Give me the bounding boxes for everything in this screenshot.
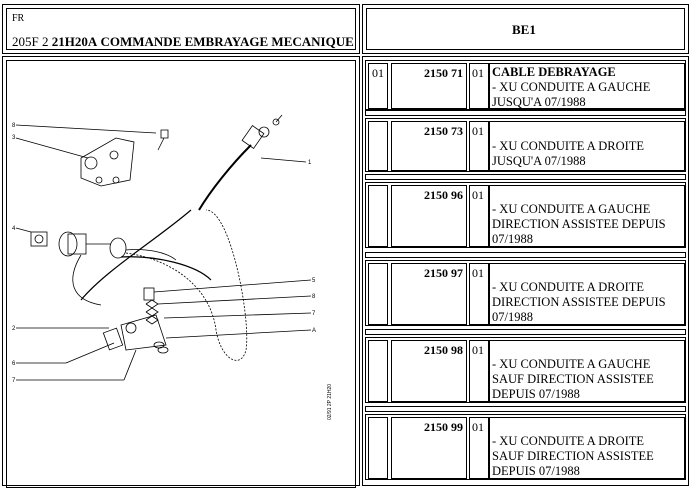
description-line: DEPUIS 07/1988: [492, 464, 580, 478]
row-qty: 01: [368, 63, 388, 109]
part-quantity: 01: [469, 340, 489, 402]
page-title: 205F 2 21H20A COMMANDE EMBRAYAGE MECANIQ…: [12, 34, 354, 50]
description-line: DIRECTION ASSISTEE DEPUIS: [492, 295, 666, 309]
part-reference: 2150 99: [391, 417, 467, 479]
row-qty: [368, 417, 388, 479]
row-separator: [365, 329, 686, 335]
label-a: A: [312, 328, 316, 334]
row-separator: [365, 174, 686, 180]
part-reference: 2150 71: [391, 63, 467, 109]
description-line: - XU CONDUITE A GAUCHE: [492, 202, 651, 216]
description-line: - XU CONDUITE A DROITE: [492, 280, 645, 294]
part-reference: 2150 73: [391, 121, 467, 171]
description-line: - XU CONDUITE A DROITE: [492, 139, 645, 153]
label-8b: 8: [312, 294, 316, 300]
part-reference: 2150 97: [391, 263, 467, 325]
description-line: - XU CONDUITE A GAUCHE: [492, 357, 651, 371]
spring: [145, 299, 159, 325]
label-3: 3: [12, 135, 16, 141]
description-line: JUSQU'A 07/1988: [492, 154, 586, 168]
section-code: 21H20A: [51, 34, 98, 49]
description-line: DIRECTION ASSISTEE DEPUIS: [492, 217, 666, 231]
description-line: DEPUIS 07/1988: [492, 387, 580, 401]
label-5: 5: [312, 278, 316, 284]
part-quantity: 01: [469, 263, 489, 325]
fork-assembly: [120, 314, 167, 351]
description-line: JUSQU'A 07/1988: [492, 95, 586, 109]
label-4: 4: [12, 226, 16, 232]
part-4: [30, 231, 48, 247]
language-code: FR: [12, 13, 25, 24]
description-line: - XU CONDUITE A GAUCHE: [492, 80, 651, 94]
label-2: 2: [12, 326, 16, 332]
description-line: SAUF DIRECTION ASSISTEE: [492, 449, 654, 463]
part-name: CABLE DEBRAYAGE: [492, 65, 616, 79]
part-quantity: 01: [469, 185, 489, 247]
description-line: - XU CONDUITE A DROITE: [492, 434, 645, 448]
label-7: 7: [312, 311, 316, 317]
model-code: 205F 2: [12, 34, 49, 49]
cable-path: [125, 209, 248, 361]
exploded-view-diagram: 8 3 1 4 5 8 7 A 2 6 7 02/91 2P 21H20: [12, 114, 333, 420]
diagram-labels: 8 3 1 4 5 8 7 A 2 6 7 02/91 2P 21H20: [12, 123, 333, 420]
cable-end-1: [198, 144, 252, 211]
part-quantity: 01: [469, 121, 489, 171]
label-1: 1: [308, 160, 312, 166]
diagram-ref-code: 02/91 2P 21H20: [327, 384, 333, 420]
part-reference: 2150 96: [391, 185, 467, 247]
row-qty: [368, 185, 388, 247]
bracket-3: [80, 137, 135, 187]
row-qty: [368, 121, 388, 171]
header-right-panel: [366, 8, 685, 50]
label-7b: 7: [12, 378, 16, 384]
variant-code: BE1: [512, 22, 536, 37]
row-qty: [368, 263, 388, 325]
section-title: COMMANDE EMBRAYAGE MECANIQUE: [100, 34, 354, 49]
part-quantity: 01: [469, 63, 489, 109]
header-left-panel: [6, 8, 356, 50]
row-separator: [365, 110, 686, 116]
row-qty: [368, 340, 388, 402]
description-line: 07/1988: [492, 232, 533, 246]
header-left-frame: [2, 4, 360, 54]
header-right-frame: [362, 4, 689, 54]
part-quantity: 01: [469, 417, 489, 479]
label-6: 6: [12, 361, 16, 367]
row-separator: [365, 252, 686, 258]
screw-b: [160, 129, 169, 139]
description-line: 07/1988: [492, 310, 533, 324]
label-8: 8: [12, 123, 16, 129]
part-reference: 2150 98: [391, 340, 467, 402]
row-separator: [365, 406, 686, 412]
description-line: SAUF DIRECTION ASSISTEE: [492, 372, 654, 386]
